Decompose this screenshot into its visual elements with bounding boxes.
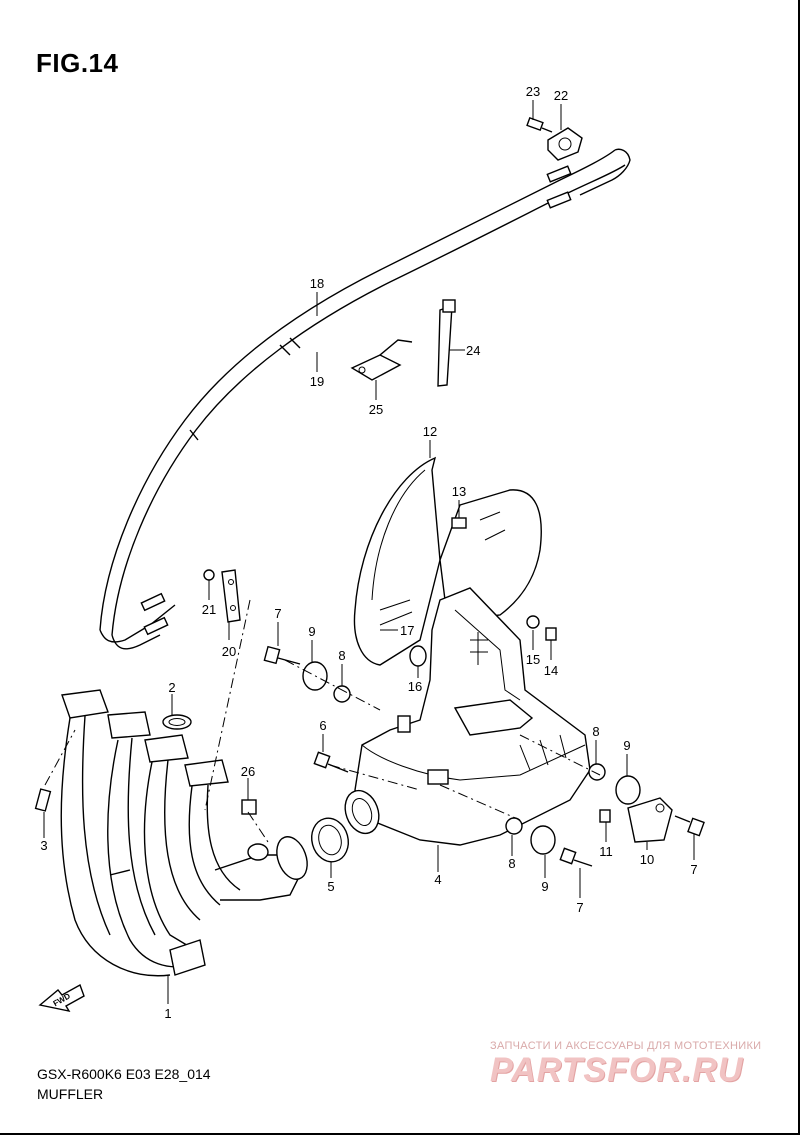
gasket-part-2[interactable] <box>162 714 192 730</box>
callout-7-lower: 7 <box>576 900 583 915</box>
gasket-part-5[interactable] <box>307 814 353 866</box>
collar-part-8-upper[interactable] <box>333 685 351 703</box>
muffler-cover-part-12[interactable] <box>353 456 441 666</box>
callout-15: 15 <box>526 652 540 667</box>
watermark-logo: PARTSFOR.RU <box>490 1051 744 1089</box>
callout-4: 4 <box>434 872 441 887</box>
callout-26: 26 <box>241 764 255 779</box>
bolt-part-23[interactable] <box>526 116 553 133</box>
damper-part-9-lower[interactable] <box>530 825 556 855</box>
bolt-part-7-lower[interactable] <box>559 847 593 867</box>
callout-14: 14 <box>544 663 558 678</box>
callout-8-right: 8 <box>592 724 599 739</box>
bolt-part-7-upper[interactable] <box>263 645 301 665</box>
callout-20: 20 <box>222 644 236 659</box>
callout-10: 10 <box>640 852 654 867</box>
cable-clamp-part-24[interactable] <box>437 299 456 387</box>
callout-16: 16 <box>408 679 422 694</box>
callout-7-right: 7 <box>690 862 697 877</box>
callout-21: 21 <box>202 602 216 617</box>
callout-19: 19 <box>310 374 324 389</box>
callout-9-right: 9 <box>623 738 630 753</box>
callout-18: 18 <box>310 276 324 291</box>
collar-part-8-lower[interactable] <box>505 817 523 835</box>
callout-2: 2 <box>168 680 175 695</box>
callout-8-upper: 8 <box>338 648 345 663</box>
callout-labels: 23 22 18 19 24 25 12 13 17 16 15 14 21 2… <box>40 84 697 1021</box>
callout-24: 24 <box>466 343 480 358</box>
callout-23: 23 <box>526 84 540 99</box>
leader-lines <box>43 100 695 1004</box>
callout-9-lower: 9 <box>541 879 548 894</box>
callout-7-upper: 7 <box>274 606 281 621</box>
cover-part-13[interactable] <box>439 489 542 621</box>
callout-3: 3 <box>40 838 47 853</box>
bracket-part-20[interactable] <box>221 569 241 623</box>
cable-guide-part-22[interactable] <box>547 127 583 161</box>
alignment-lines <box>44 599 601 846</box>
forward-direction-arrow: FWD <box>38 983 85 1013</box>
bolt-part-11[interactable] <box>599 809 611 823</box>
washer-part-15[interactable] <box>526 615 540 629</box>
damper-part-9-right[interactable] <box>615 775 641 805</box>
bolt-part-7-right[interactable] <box>674 815 705 837</box>
muffler-joint-clamp[interactable] <box>339 786 384 838</box>
grommet-part-16[interactable] <box>409 645 427 667</box>
callout-12: 12 <box>423 424 437 439</box>
callout-22: 22 <box>554 88 568 103</box>
muffler-part-4[interactable] <box>354 587 591 846</box>
nut-part-21[interactable] <box>203 569 215 581</box>
nut-part-26[interactable] <box>241 799 257 815</box>
section-name: MUFFLER <box>37 1086 104 1102</box>
exhaust-pipe-part-1[interactable] <box>60 689 301 977</box>
callout-11: 11 <box>599 844 613 859</box>
watermark-tagline: ЗАПЧАСТИ И АКСЕССУАРЫ ДЛЯ МОТОТЕХНИКИ <box>490 1040 762 1052</box>
bracket-part-10[interactable] <box>627 797 673 843</box>
exhaust-valve-cables[interactable] <box>99 148 631 650</box>
figure-title: FIG.14 <box>36 48 119 78</box>
callout-13: 13 <box>452 484 466 499</box>
collar-part-8-right[interactable] <box>588 763 606 781</box>
callout-9-upper: 9 <box>308 624 315 639</box>
callout-1: 1 <box>164 1006 171 1021</box>
bolt-part-14[interactable] <box>545 627 557 641</box>
callout-17: 17 <box>400 623 414 638</box>
callout-8-lower: 8 <box>508 856 515 871</box>
exhaust-connector-flange[interactable] <box>247 833 313 884</box>
callout-6: 6 <box>319 718 326 733</box>
model-code: GSX-R600K6 E03 E28_014 <box>37 1066 211 1082</box>
damper-part-9-upper[interactable] <box>302 661 328 691</box>
stud-bolt-part-3[interactable] <box>34 788 52 812</box>
bracket-part-25[interactable] <box>350 339 413 381</box>
bolt-part-6[interactable] <box>313 751 349 773</box>
callout-5: 5 <box>327 879 334 894</box>
callout-25: 25 <box>369 402 383 417</box>
